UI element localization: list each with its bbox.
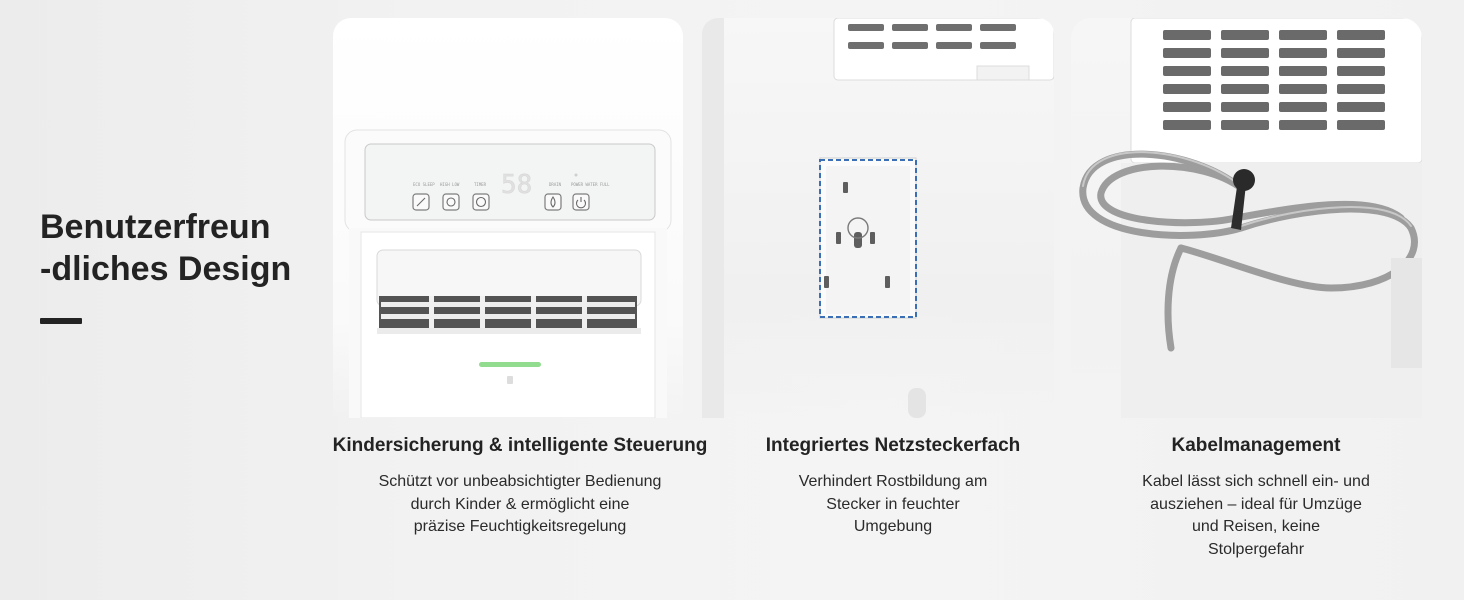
svg-text:POWER WATER FULL: POWER WATER FULL: [571, 182, 610, 187]
svg-text:HIGH LOW: HIGH LOW: [440, 182, 460, 187]
feature-text-socket: Verhindert Rostbildung am Stecker in feu…: [798, 473, 988, 535]
display-value: 58: [501, 170, 532, 200]
feature-image-socket: [702, 18, 1054, 418]
feature-image-cable: [1071, 18, 1422, 418]
headline-underline: [40, 318, 82, 324]
feature-title-cable: Kabelmanagement: [1171, 435, 1341, 456]
feature-text-child-lock: Schützt vor unbeabsichtigter Bedienung d…: [378, 473, 662, 535]
headline: Benutzerfreun -dliches Design: [40, 208, 292, 288]
feature-image-control-panel: ECO SLEEP HIGH LOW TIMER DRAIN POWER WAT…: [333, 18, 683, 418]
svg-text:DRAIN: DRAIN: [549, 182, 562, 187]
svg-text:TIMER: TIMER: [474, 182, 487, 187]
feature-title-socket: Integriertes Netzsteckerfach: [765, 435, 1021, 456]
feature-text-cable: Kabel lässt sich schnell ein- und auszie…: [1142, 473, 1370, 558]
svg-text:ECO SLEEP: ECO SLEEP: [413, 182, 435, 187]
feature-title-child-lock: Kindersicherung & intelligente Steuerung: [332, 435, 708, 456]
